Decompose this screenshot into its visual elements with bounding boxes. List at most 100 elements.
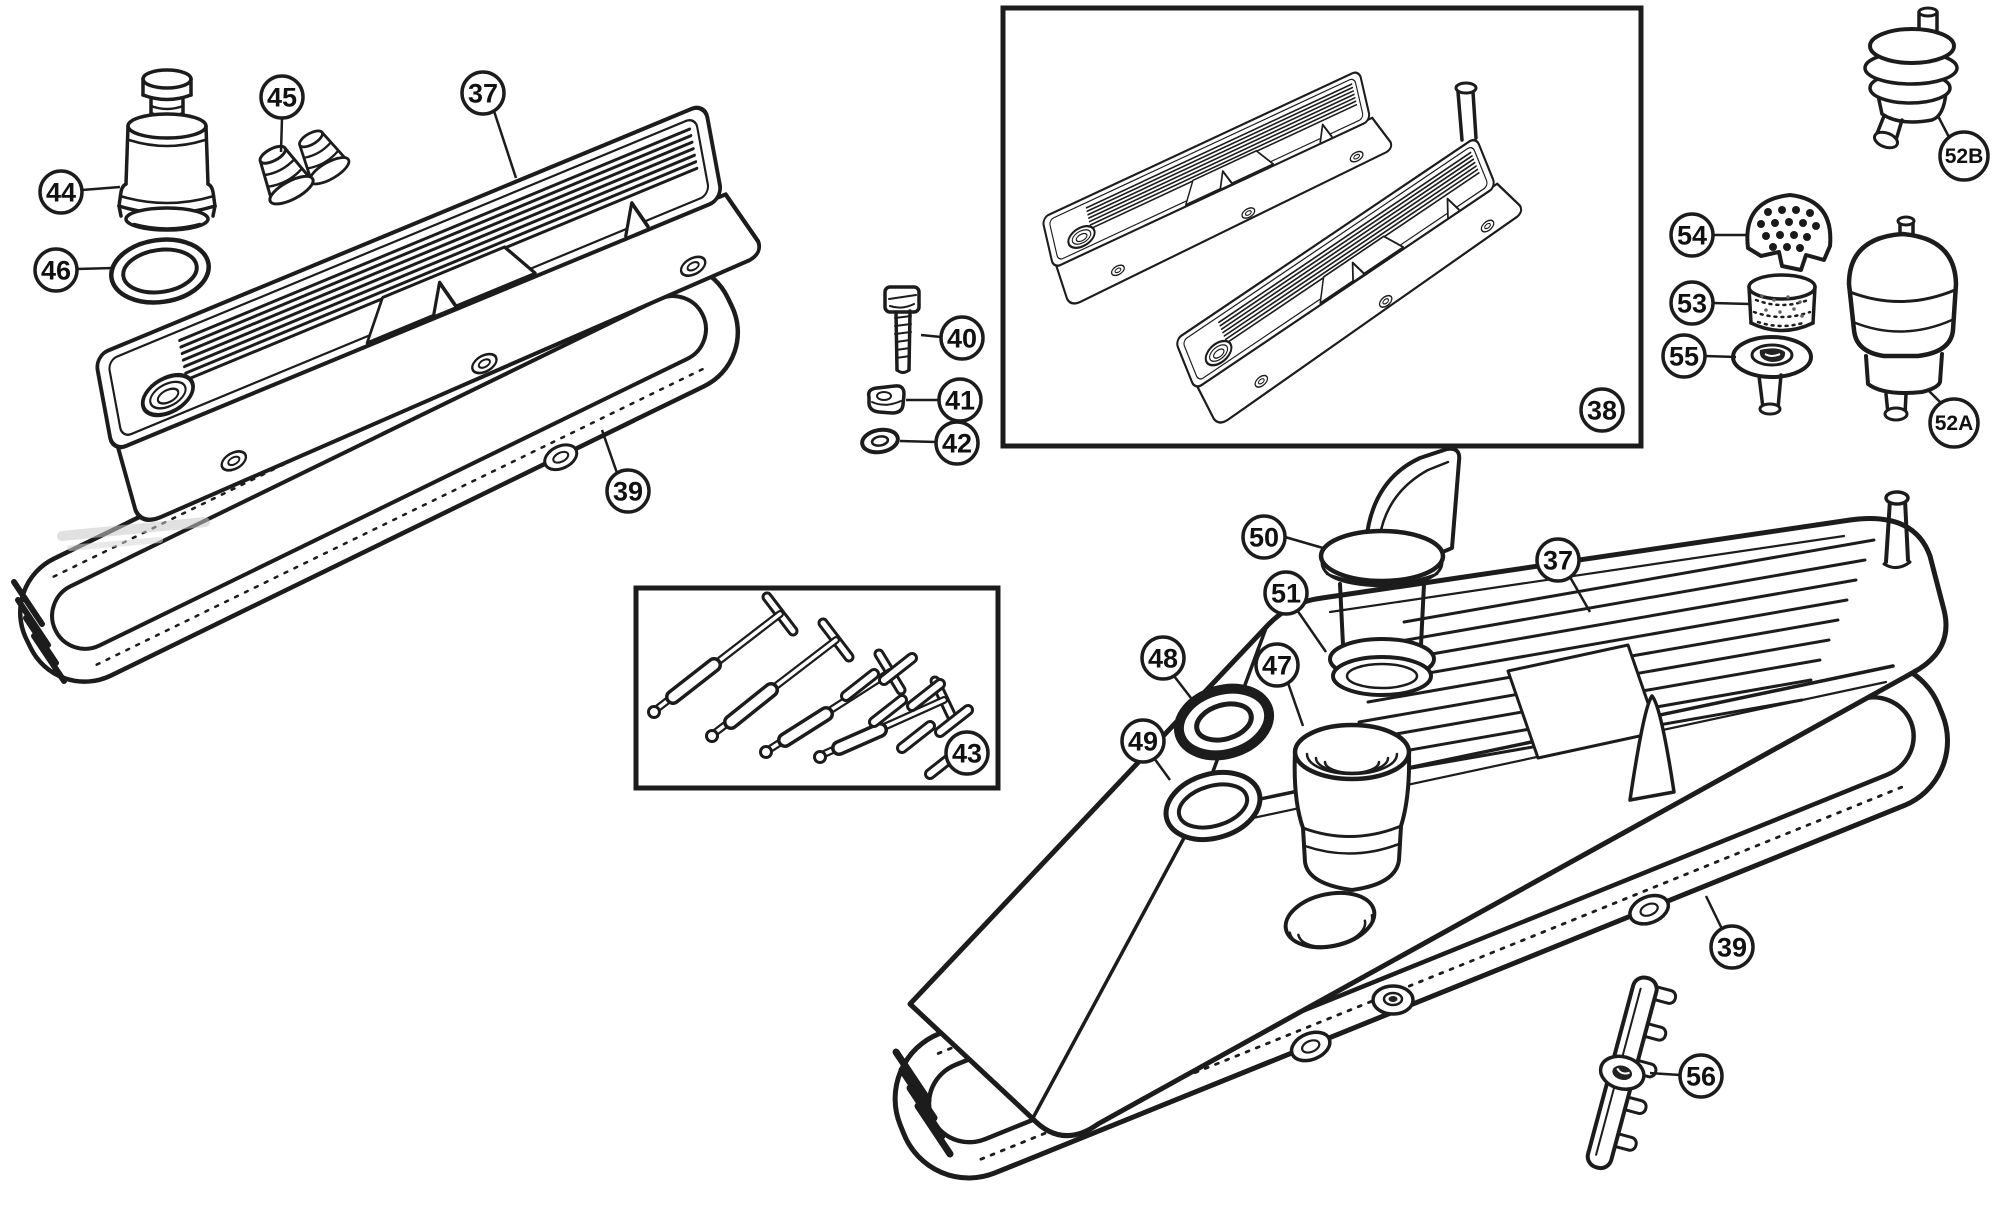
callout-number: 54: [1677, 221, 1707, 251]
neck-seal-upper: [1173, 683, 1275, 761]
callout-baffle-comb: 56: [1649, 1053, 1724, 1099]
nut: [866, 384, 906, 415]
callout-leader-line: [1173, 675, 1192, 699]
callout-circle: [259, 74, 305, 120]
baffle-comb: [1585, 975, 1678, 1171]
callout-neck-seal-lower: 49: [1120, 718, 1172, 781]
oil-filler-cap: [117, 68, 217, 232]
breather-valve-b: [1863, 6, 1959, 150]
callout-breather-filter: 53: [1669, 280, 1751, 326]
breather-cap: [1745, 193, 1833, 272]
callout-filler-neck: 47: [1254, 642, 1305, 727]
callout-cover-set: 38: [1579, 387, 1625, 433]
callout-leader-line: [279, 117, 284, 153]
callout-number: 55: [1669, 342, 1699, 372]
callout-number: 44: [46, 178, 76, 208]
callout-number: 41: [945, 386, 975, 416]
callout-number: 46: [41, 256, 71, 286]
callout-leader-line: [1568, 576, 1592, 613]
callout-leader-line: [81, 185, 121, 192]
callout-number: 52A: [1935, 412, 1974, 435]
callout-leader-line: [492, 110, 518, 179]
callout-circle: [939, 315, 985, 361]
callout-circle: [1928, 397, 1980, 449]
callout-leader-line: [1649, 1071, 1681, 1077]
callout-circle: [1140, 635, 1186, 681]
callout-leader-line: [1704, 354, 1737, 359]
callout-number: 51: [1271, 579, 1301, 609]
callout-leader-line: [899, 439, 937, 444]
callout-leader-line: [76, 266, 114, 271]
callout-breather-valve-b: 52B: [1936, 115, 1990, 182]
callout-leader-line: [1936, 115, 1952, 140]
callout-neck-seal-upper: 48: [1140, 635, 1192, 699]
tool-kit: [647, 591, 974, 780]
callout-leader-line: [1284, 535, 1324, 550]
cover-bolt: [883, 285, 921, 374]
cover-set-lower-cover: [1157, 81, 1544, 432]
breather-plate: [1731, 335, 1813, 416]
callout-circle: [33, 247, 79, 293]
callout-number: 53: [1677, 289, 1707, 319]
breather-filter: [1747, 273, 1817, 333]
callout-number: 43: [952, 739, 982, 769]
callout-tool-kit: 43: [944, 730, 990, 776]
callout-number: 40: [947, 324, 977, 354]
callout-number: 49: [1128, 727, 1158, 757]
callout-number: 39: [1717, 933, 1747, 963]
washer: [860, 427, 900, 455]
callout-number: 37: [1543, 546, 1573, 576]
callout-number: 39: [613, 477, 643, 507]
callout-number: 45: [267, 83, 297, 113]
callout-circle: [1678, 1053, 1724, 1099]
callout-leader-line: [1712, 301, 1751, 306]
callout-circle: [1938, 130, 1990, 182]
callout-number: 52B: [1945, 145, 1984, 168]
callout-leader-line: [600, 429, 619, 474]
flame-trap-tube: [1318, 446, 1462, 697]
callout-washer: 42: [899, 420, 980, 466]
callout-number: 37: [468, 79, 498, 109]
callout-filler-cap-seal: 46: [33, 247, 114, 293]
callout-circle: [1241, 514, 1287, 560]
callout-flame-trap: 50: [1241, 514, 1324, 560]
callout-leader-line: [1286, 682, 1305, 727]
callout-gasket-left: 39: [600, 429, 651, 514]
callout-number: 48: [1148, 644, 1178, 674]
callout-breather-cap: 54: [1669, 212, 1748, 258]
callout-circle: [1535, 537, 1581, 583]
callout-circle: [944, 730, 990, 776]
callout-circle: [1120, 718, 1166, 764]
callout-valve-cover-right: 37: [1535, 537, 1592, 613]
callout-circle: [1669, 212, 1715, 258]
callout-number: 42: [942, 429, 972, 459]
callout-cover-bolt: 40: [920, 315, 985, 361]
callout-leader-line: [1295, 609, 1328, 653]
callout-nut: 41: [906, 377, 983, 423]
grommets: [258, 129, 351, 206]
callout-circle: [38, 169, 84, 215]
callout-circle: [1669, 280, 1715, 326]
callout-filler-tube-seal: 51: [1263, 570, 1328, 653]
filler-cap-seal: [109, 237, 211, 305]
callout-leader-line: [920, 333, 942, 339]
t-handle-tools: [647, 591, 959, 764]
callout-circle: [605, 468, 651, 514]
callout-circle: [1709, 924, 1755, 970]
callout-circle: [1579, 387, 1625, 433]
filler-neck: [1292, 722, 1412, 892]
callout-breather-plate: 55: [1661, 333, 1737, 379]
callout-leader-line: [1152, 757, 1172, 781]
callout-breather-valve-a: 52A: [1927, 389, 1980, 449]
callout-number: 47: [1262, 651, 1292, 681]
callout-circle: [934, 420, 980, 466]
cover-set: [1023, 62, 1544, 432]
cover-filler-hole: [1283, 890, 1377, 950]
callout-valve-cover-left: 37: [460, 70, 518, 179]
callout-number: 38: [1587, 396, 1617, 426]
breather-valve-a: [1846, 215, 1959, 422]
callout-circle: [1254, 642, 1300, 688]
callout-leader-line: [1704, 895, 1724, 930]
